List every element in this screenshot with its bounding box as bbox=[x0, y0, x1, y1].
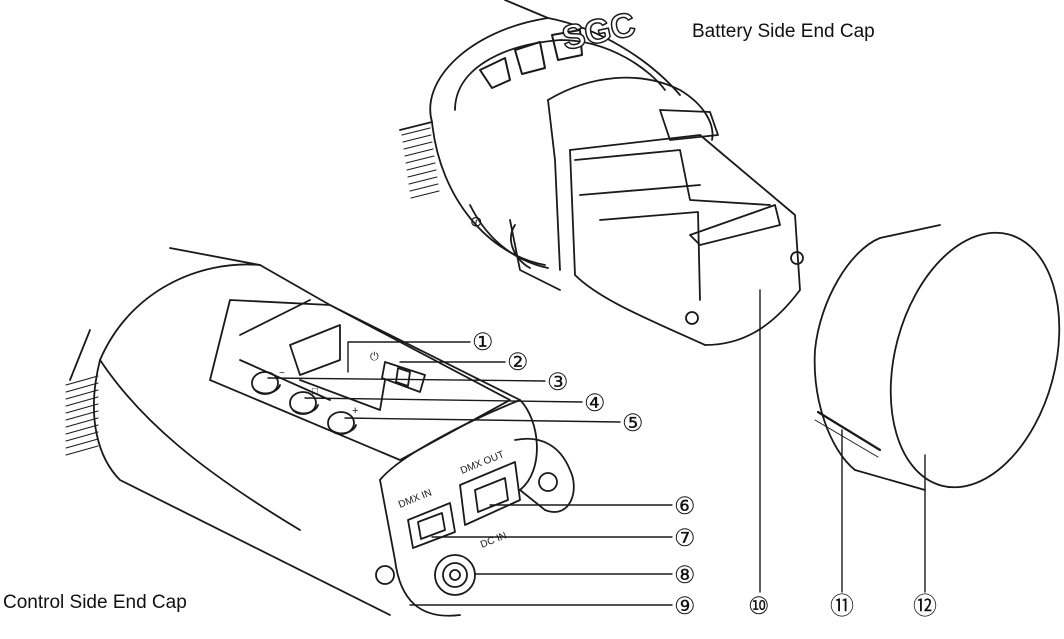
plus-mark: + bbox=[352, 405, 358, 417]
callout-6: ⑥ bbox=[674, 493, 696, 520]
callout-5: ⑤ bbox=[622, 410, 644, 437]
dmx-in-label: DMX IN bbox=[397, 487, 434, 510]
leader-lines bbox=[267, 289, 926, 606]
button-plus: + bbox=[327, 405, 358, 435]
callout-11: ⑪ bbox=[830, 593, 854, 620]
callout-10: ⑩ bbox=[748, 593, 770, 620]
battery-side-caption: Battery Side End Cap bbox=[692, 21, 875, 42]
button-mode: □ bbox=[289, 386, 319, 415]
brand-letters bbox=[479, 29, 583, 89]
control-side-caption: Control Side End Cap bbox=[3, 592, 187, 613]
dmx-in-port: DMX IN bbox=[397, 487, 456, 549]
dmx-out-port: DMX OUT bbox=[459, 449, 521, 526]
control-tube-grip-ridges bbox=[65, 375, 99, 456]
control-side-tube: ⏻ − □ + bbox=[65, 247, 575, 617]
end-cover-cap bbox=[813, 224, 1061, 491]
callout-9: ⑨ bbox=[674, 593, 696, 620]
dc-in-jack: DC IN bbox=[434, 530, 508, 596]
dc-in-label: DC IN bbox=[479, 530, 508, 550]
dmx-out-label: DMX OUT bbox=[459, 449, 506, 476]
mode-mark: □ bbox=[312, 386, 318, 397]
callout-2: ② bbox=[507, 349, 529, 376]
callout-4: ④ bbox=[584, 390, 606, 417]
power-icon: ⏻ bbox=[370, 351, 379, 363]
callout-12: ⑫ bbox=[913, 593, 937, 620]
battery-side-tube: SGC Θ bbox=[399, 0, 804, 346]
battery-cap-marking: Θ bbox=[467, 215, 485, 229]
battery-pack bbox=[569, 109, 804, 346]
power-switch: ⏻ bbox=[370, 351, 426, 393]
callout-numbers: ① ② ③ ④ ⑤ ⑥ ⑦ ⑧ ⑨ ⑩ ⑪ ⑫ bbox=[472, 329, 937, 620]
minus-mark: − bbox=[279, 368, 285, 379]
callout-7: ⑦ bbox=[674, 525, 696, 552]
callout-8: ⑧ bbox=[674, 562, 696, 589]
callout-3: ③ bbox=[547, 369, 569, 396]
callout-1: ① bbox=[472, 329, 494, 356]
button-minus: − bbox=[251, 368, 285, 395]
battery-tube-grip-ridges bbox=[401, 127, 440, 199]
